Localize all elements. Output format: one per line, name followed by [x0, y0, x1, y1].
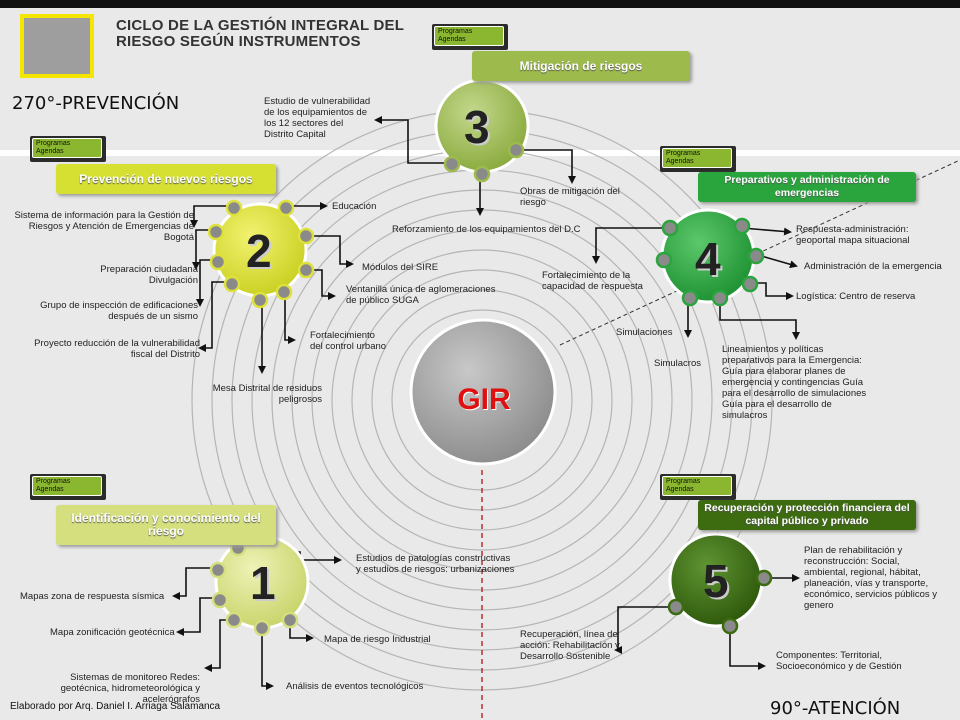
stage-1-node [209, 534, 310, 637]
programas-tag-3: Programas Agendas [432, 24, 508, 50]
stage-4-number: 4 [695, 233, 721, 285]
s2-sistema-informacion: Sistema de información para la Gestión d… [14, 210, 194, 243]
s2-mesa-distrital: Mesa Distrital de residuos peligrosos [212, 383, 322, 405]
gir-label: GIR [457, 383, 511, 416]
s4-lineamientos: Lineamientos y políticas preparativos pa… [722, 344, 867, 421]
s2-fortalecimiento-control: Fortalecimiento del control urbano [310, 330, 387, 352]
s1-mapas-zona-sismica: Mapas zona de respuesta sísmica [20, 591, 165, 602]
s2-preparacion: Preparación ciudadana Divulgación [100, 264, 198, 286]
programas-tag-1: Programas Agendas [30, 474, 106, 500]
s3-estudio-vulnerabilidad: Estudio de vulnerabilidad de los equipam… [264, 96, 371, 140]
s4-simulacros: Simulacros [654, 358, 701, 369]
s1-analisis-eventos: Análisis de eventos tecnológicos [286, 681, 424, 692]
s3-reforzamiento: Reforzamiento de los equipamientos del D… [392, 224, 581, 235]
s2-proyecto-reduccion: Proyecto reducción de la vulnerabilidad … [34, 338, 200, 360]
logo-square [20, 14, 94, 78]
s1-sistemas-monitoreo: Sistemas de monitoreo Redes: geotécnica,… [60, 672, 200, 705]
s1-mapa-riesgo-industrial: Mapa de riesgo Industrial [324, 634, 431, 645]
s2-ventanilla-suga: Ventanilla única de aglomeraciones de pú… [346, 284, 496, 306]
s3-obras-mitigacion: Obras de mitigación del riesgo [520, 186, 620, 208]
s5-componentes: Componentes: Territorial, Socioeconómico… [776, 650, 902, 672]
stage-3-node [434, 78, 530, 183]
gir-hub [409, 318, 557, 466]
s2-grupo-inspeccion: Grupo de inspección de edificaciones des… [40, 300, 198, 322]
stage-5-number: 5 [703, 555, 729, 607]
s4-respuesta-administracion: Respuesta-administración: geoportal mapa… [796, 224, 910, 246]
credit-text: Elaborado por Arq. Daniel I. Arriaga Sal… [10, 701, 221, 712]
stage-2-node [207, 199, 315, 309]
stage-1-title: Identificación y conocimiento del riesgo [56, 505, 276, 545]
s4-administracion-emergencia: Administración de la emergencia [804, 261, 942, 272]
s1-mapa-zonificacion: Mapa zonificación geotécnica [50, 627, 175, 638]
s2-modulos-sire: Módulos del SIRE [362, 262, 439, 273]
stage-5-title: Recuperación y protección financiera del… [698, 500, 916, 530]
label-90-atencion: 90°-ATENCIÓN [770, 698, 901, 719]
top-bar [0, 0, 960, 8]
stage-2-number: 2 [246, 225, 272, 277]
s5-recuperacion: Recuperación, línea de acción: Rehabilit… [520, 629, 620, 662]
s4-simulaciones: Simulaciones [616, 327, 673, 338]
programas-tag-2: Programas Agendas [30, 136, 106, 162]
programas-tag-4: Programas Agendas [660, 146, 736, 172]
stage-5-node [667, 532, 773, 635]
stage-3-number: 3 [464, 101, 490, 153]
programas-tag-5: Programas Agendas [660, 474, 736, 500]
label-270-prevencion: 270°-PREVENCIÓN [12, 93, 180, 114]
stage-1-number: 1 [250, 557, 276, 609]
stage-3-title: Mitigación de riesgos [472, 51, 690, 81]
s2-educacion: Educación [332, 201, 377, 212]
s4-fortalecimiento-capacidad: Fortalecimiento de la capacidad de respu… [542, 270, 643, 292]
diagram-title: CICLO DE LA GESTIÓN INTEGRAL DEL RIESGO … [116, 17, 404, 50]
s1-estudios-patologias: Estudios de patologías constructivas y e… [356, 553, 515, 575]
stage-4-title: Preparativos y administración de emergen… [698, 172, 916, 202]
s4-logistica: Logística: Centro de reserva [796, 291, 916, 302]
stage-4-node [655, 208, 765, 307]
s5-plan-rehabilitacion: Plan de rehabilitación y reconstrucción:… [804, 545, 938, 611]
stage-2-title: Prevención de nuevos riesgos [56, 164, 276, 194]
